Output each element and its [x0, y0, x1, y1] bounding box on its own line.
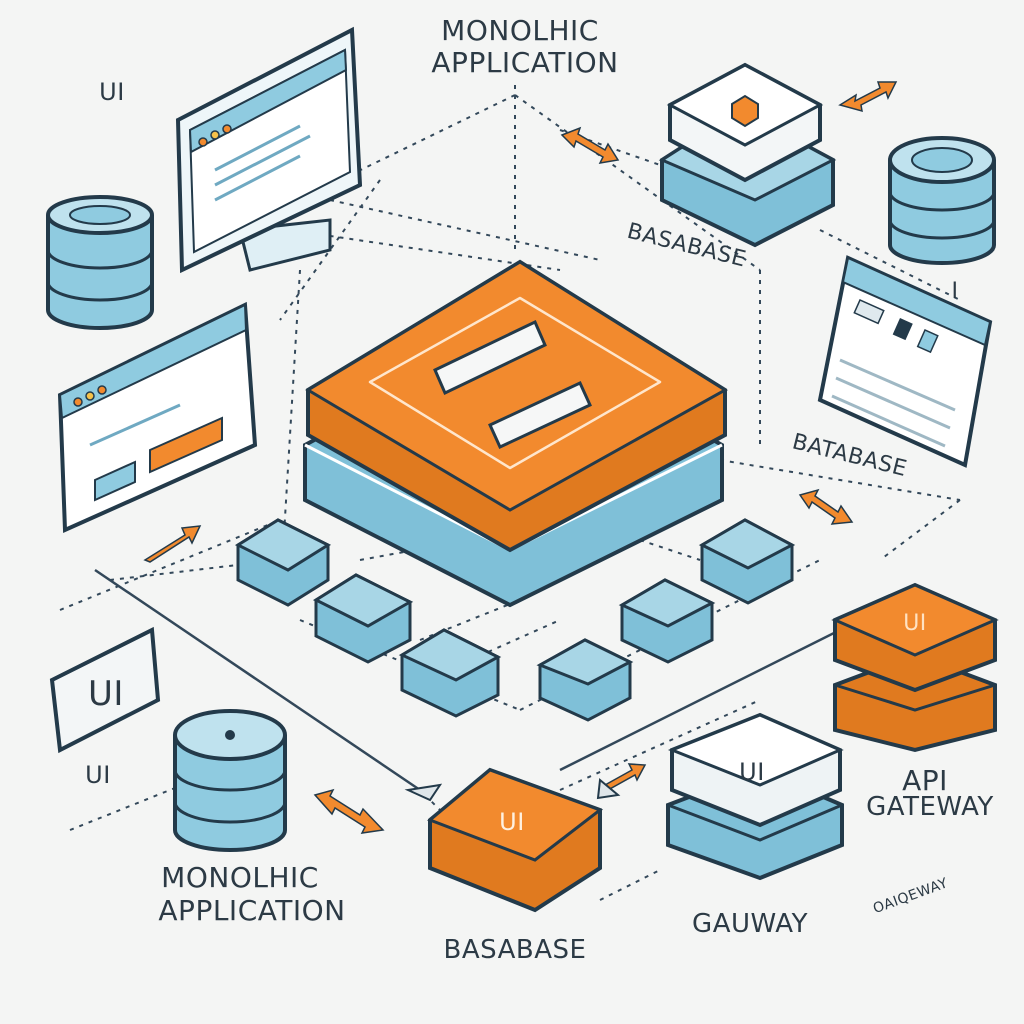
double-arrow-icon: [838, 81, 898, 113]
stacked-blocks-top-right: [658, 62, 837, 248]
double-arrow-icon: [798, 488, 854, 525]
monitor-window-top-left: [175, 26, 363, 274]
database-cylinder-bottom-left: [173, 709, 287, 852]
dashed-connectors: [59, 85, 961, 901]
gauway-label: GAUWAY: [692, 909, 808, 939]
orange-ui-block: UI: [427, 767, 604, 913]
double-arrow-icon: [560, 126, 620, 164]
ui-badge-text: UI: [88, 674, 124, 714]
central-monolith-block: [303, 259, 728, 608]
orange-arrows: [143, 81, 898, 834]
database-cylinder-top-right: [888, 136, 996, 265]
arrow-icon: [143, 525, 202, 563]
batabase-label-right: BATABASE: [790, 429, 910, 482]
module-cube: [234, 518, 332, 607]
double-arrow-icon: [313, 788, 385, 834]
api-gateway-line1: API: [902, 764, 948, 797]
module-cube: [312, 573, 414, 664]
blue-stack-ui-text: UI: [739, 758, 765, 786]
top-title-line1: MONOLHIC: [441, 14, 599, 47]
small-gateway-label: OAIQEWAY: [871, 875, 950, 917]
module-cube: [618, 578, 716, 664]
blue-ui-stack: UI: [666, 712, 844, 881]
right-glyph-label: I: [952, 279, 959, 304]
module-cube: [698, 518, 796, 605]
module-cubes: [234, 518, 796, 722]
orange-stack-ui-text: UI: [903, 611, 927, 636]
ui-label-top-left: UI: [99, 78, 125, 106]
ui-label-bottom-left: UI: [85, 761, 111, 789]
orange-block-ui-text: UI: [499, 808, 525, 836]
api-gateway-line2: GATEWAY: [866, 792, 994, 822]
module-cube: [536, 638, 634, 722]
browser-window-left: [57, 301, 258, 534]
bottom-title-line2: APPLICATION: [158, 894, 345, 927]
arrow-icon: [603, 763, 647, 792]
basabase-label-bottom: BASABASE: [444, 935, 587, 965]
arrowheads: [404, 778, 621, 802]
bottom-title-line1: MONOLHIC: [161, 861, 319, 894]
module-cube: [398, 628, 502, 718]
document-window-right: [817, 255, 993, 468]
database-cylinder-left: [46, 195, 154, 330]
top-title-line2: APPLICATION: [431, 46, 618, 79]
ui-badge-left: UI: [49, 626, 161, 754]
orange-ui-stack: UI: [831, 582, 999, 753]
